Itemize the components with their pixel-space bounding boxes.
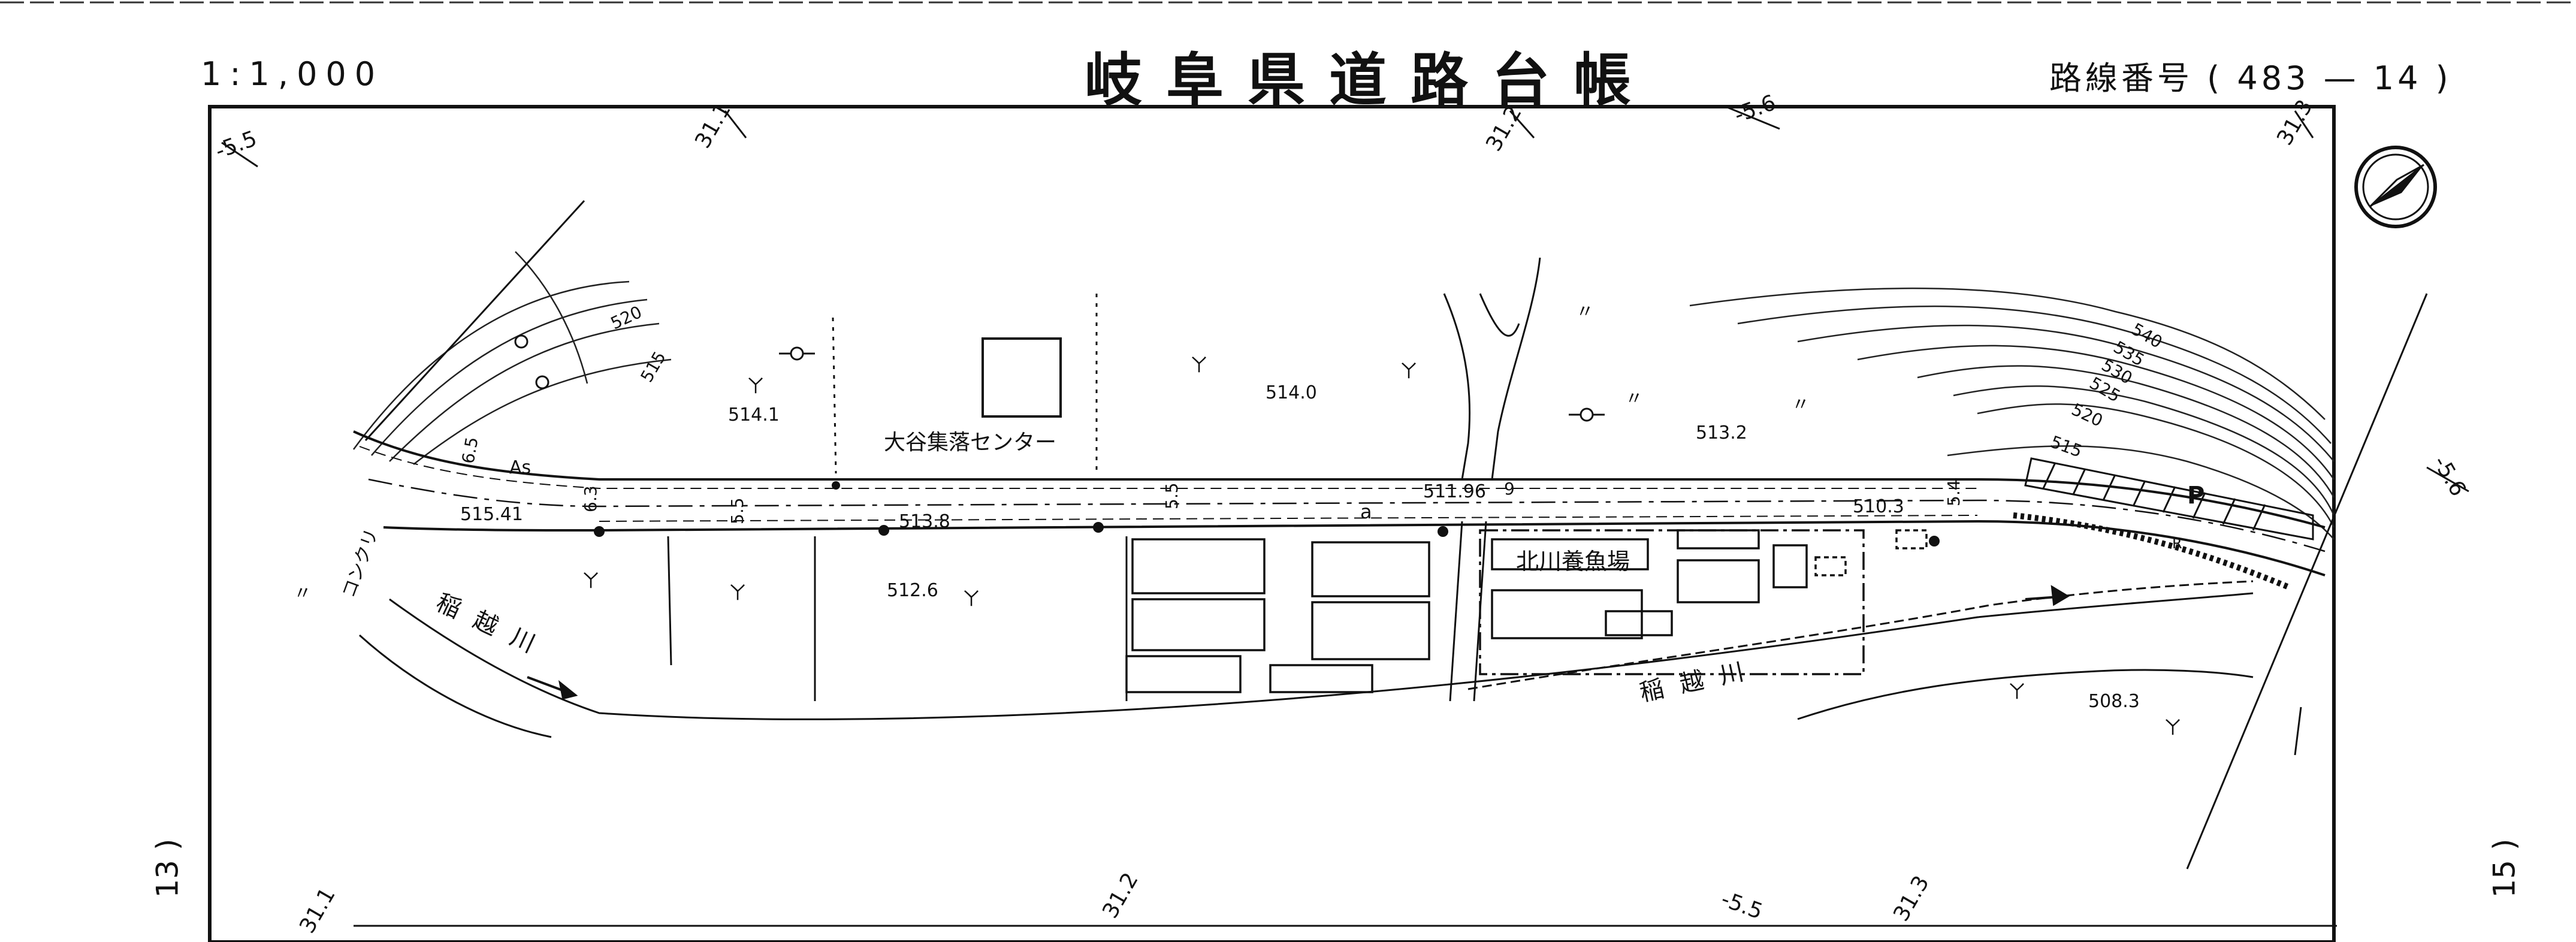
north-arrow-icon (2354, 146, 2437, 228)
grid-label-top-3: 31.2 (1481, 102, 1527, 156)
lot-lines (667, 294, 1128, 701)
left-contours (352, 251, 672, 465)
guard-rail (2013, 512, 2290, 590)
road-mark-r: R (2172, 535, 2182, 552)
elevation-6: 511.96 (1423, 481, 1486, 502)
elevation-1: 514.1 (728, 404, 780, 425)
paddy-symbol: ㄚ (1399, 360, 1418, 382)
hill-edge (364, 200, 585, 442)
elevation-8: 512.6 (887, 580, 938, 601)
road-width-4: 5.5 (1162, 482, 1182, 509)
road-width-2: 6.3 (581, 485, 600, 512)
grid-label-top-1: -5.5 (212, 126, 260, 164)
boundary-line (2186, 293, 2428, 869)
paddy-symbol: ㄚ (728, 581, 747, 604)
concrete-label: コンクリ (339, 526, 383, 601)
field-symbol: 〃 (1792, 394, 1810, 415)
paddy-symbol: ㄚ (746, 375, 765, 397)
contour-lines (1689, 287, 2335, 540)
grid-label-top-5: 31.3 (2272, 96, 2318, 150)
main-road (353, 430, 2326, 576)
contour-label-2: 515 (636, 348, 669, 386)
field-symbol: 〃 (294, 583, 312, 604)
river-label-2: 稲越川 (1638, 654, 1763, 707)
contour-label-7: 520 (2068, 399, 2106, 430)
boundary-line-2 (2294, 707, 2302, 756)
river (358, 580, 2254, 738)
map-title: 岐阜県道路台帳 (1085, 47, 1655, 114)
grid-label-bottom-1: 31.1 (295, 884, 340, 938)
road-mark-a: a (1360, 500, 1372, 523)
paddy-symbol: ㄚ (2007, 680, 2027, 703)
elevation-9: 508.3 (2088, 691, 2140, 712)
road-width-3: 5.5 (727, 497, 747, 524)
grid-label-bottom-3: -5.5 (1718, 887, 1766, 925)
survey-points (594, 481, 1940, 547)
paddy-symbol: ㄚ (581, 569, 600, 592)
route-number: 路線番号 ( 483 — 14 ) (2049, 52, 2452, 99)
map-frame (208, 105, 2336, 942)
elevation-5: 513.8 (899, 511, 950, 532)
field-symbol: 〃 (1625, 388, 1643, 409)
elevation-2: 514.0 (1266, 382, 1317, 403)
paddy-symbol: ㄚ (2163, 716, 2182, 739)
river-flow-arrows (527, 585, 2070, 700)
asphalt-mark: As (509, 457, 531, 478)
fish-farm-label: 北川養魚場 (1516, 548, 1630, 575)
grid-label-bottom-4: 31.3 (1889, 872, 1934, 926)
elevation-4: 515.41 (460, 504, 523, 525)
grid-label-top-4: -5.6 (1731, 90, 1779, 128)
contour-label-8: 515 (2048, 432, 2085, 461)
field-symbol: 〃 (1576, 301, 1594, 322)
stream-crossing (1443, 257, 1541, 702)
grid-ticks (221, 105, 2469, 927)
tree-symbols (514, 334, 1605, 422)
paddy-symbol: ㄚ (962, 587, 981, 610)
elevation-7: 510.3 (1853, 496, 1904, 517)
community-center-label: 大谷集落センター (884, 430, 1056, 455)
river-label-1: 稲越川 (432, 588, 554, 665)
road-width-5: 9 (1504, 479, 1515, 499)
route-number-label: 路線番号 (2049, 59, 2193, 97)
grid-label-right-1: -5.6 (2428, 452, 2471, 500)
road-width-1: 6.5 (458, 436, 482, 466)
elevation-3: 513.2 (1696, 422, 1747, 443)
grid-label-bottom-2: 31.2 (1098, 869, 1143, 923)
map-header: 1:1,000 岐阜県道路台帳 路線番号 ( 483 — 14 ) (0, 0, 2576, 114)
parking-area (2024, 457, 2314, 541)
parking-symbol: P (2187, 482, 2204, 509)
paddy-symbol: ㄚ (1189, 354, 1209, 376)
scale-label: 1:1,000 (201, 55, 384, 93)
route-number-value: ( 483 — 14 ) (2207, 59, 2452, 97)
road-width-6: 5.4 (1944, 479, 1964, 506)
community-center-building (982, 337, 1062, 418)
